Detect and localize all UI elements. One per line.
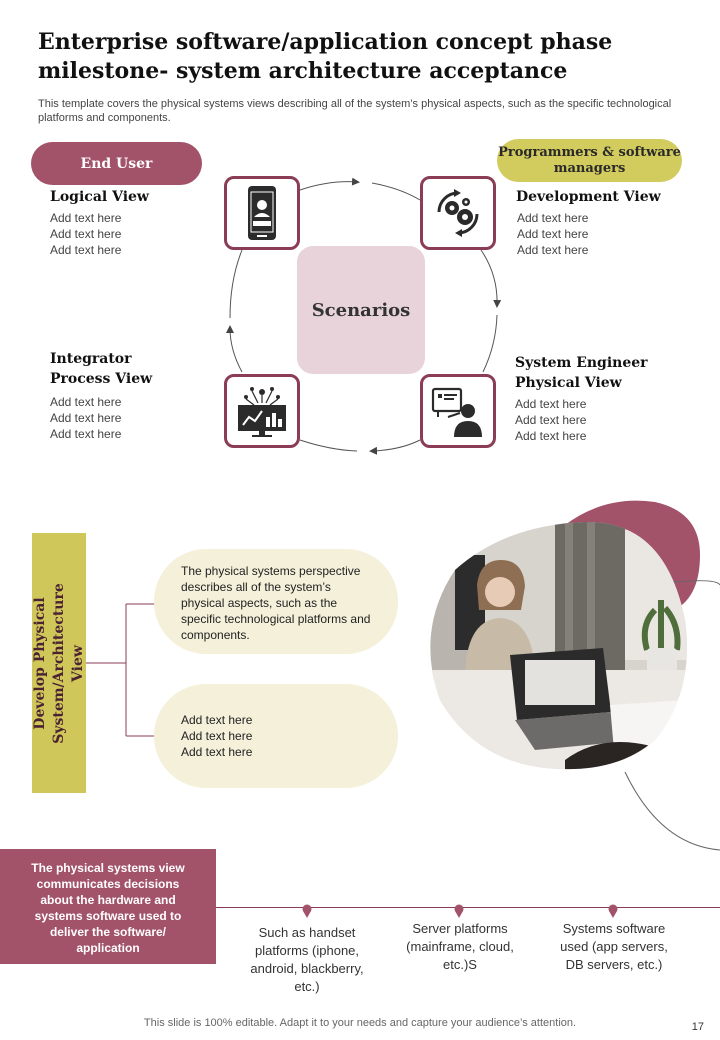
physical-systems-description: The physical systems perspective describ… [154,549,398,654]
presenter-screen-icon [431,387,482,437]
smartphone-user-icon-box [224,176,300,250]
server-platforms-item: Server platforms (mainframe, cloud, etc.… [406,921,514,972]
add-text-box: Add text here Add text here Add text her… [154,684,398,788]
list-item: Add text here [50,427,122,441]
integrator-view-title: Integrator Process View [50,351,153,387]
page-number: 17 [691,1021,704,1033]
cycle-arc-right [480,249,502,308]
office-photo [415,500,720,860]
cycle-arc-left [226,325,243,373]
list-item: Add text here [50,395,122,409]
list-item: Add text here [50,243,122,257]
list-item: Add text here [517,243,589,257]
development-view-title: Development View [516,189,661,205]
list-item: Add text here [515,413,587,427]
physical-view-summary: The physical systems view communicates d… [0,849,216,964]
page-subtitle: This template covers the physical system… [38,98,672,124]
gears-cycle-icon [437,189,479,237]
list-item: Add text here [517,211,589,225]
cycle-arc-left-upper [229,249,243,319]
cycle-arc-bottom [369,439,421,455]
presenter-screen-icon-box [420,374,496,448]
analytics-monitor-icon [238,387,286,437]
integrator-view-list: Add text here Add text here Add text her… [50,394,121,442]
timeline-marker-2 [454,904,464,918]
timeline-marker-3 [608,904,618,918]
cycle-arc-right-lower [482,314,498,373]
side-label-bar: Develop Physical System/Architecture Vie… [32,533,86,793]
smartphone-user-icon [248,186,276,240]
list-item: Add text here [515,397,587,411]
analytics-monitor-icon-box [224,374,300,448]
system-engineer-view-title: System Engineer Physical View [515,355,648,391]
cycle-arc-top-right [371,182,421,201]
gears-cycle-icon-box [420,176,496,250]
logical-view-list: Add text here Add text here Add text her… [50,210,121,258]
development-view-list: Add text here Add text here Add text her… [517,210,588,258]
list-item: Add text here [515,429,587,443]
cycle-arc-bottom-left [299,439,358,452]
list-item: Add text here [50,227,122,241]
list-item: Add text here [50,211,122,225]
system-engineer-view-list: Add text here Add text here Add text her… [515,396,586,444]
systems-software-item: Systems software used (app servers, DB s… [560,921,668,972]
list-item: Add text here [50,411,122,425]
cycle-arc-top [299,177,360,191]
logical-view-title: Logical View [50,189,149,205]
timeline-line [216,907,720,908]
list-item: Add text here [517,227,589,241]
page-title: Enterprise software/application concept … [38,29,613,84]
scenarios-center-box: Scenarios [297,246,425,374]
timeline-marker-1 [302,904,312,918]
handset-platforms-item: Such as handset platforms (iphone, andro… [250,925,364,994]
programmers-pill: Programmers & software managers [497,139,682,182]
footer-note: This slide is 100% editable. Adapt it to… [143,1017,577,1029]
end-user-pill: End User [31,142,202,185]
